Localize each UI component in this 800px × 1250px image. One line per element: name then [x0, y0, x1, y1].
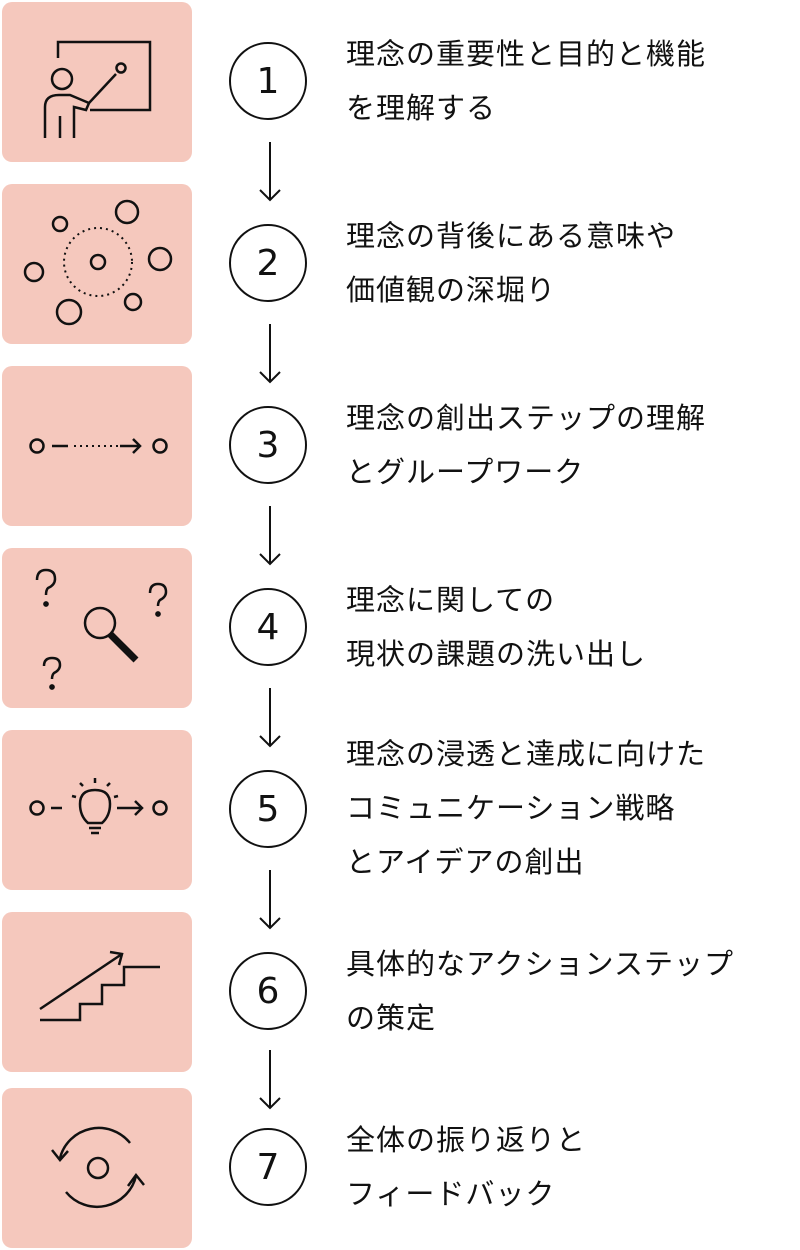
step-5-text: 理念の浸透と達成に向けた コミュニケーション戦略 とアイデアの創出 [346, 727, 776, 889]
step-6-icon-tile [2, 912, 192, 1072]
step-6-line-2: の策定 [346, 1001, 437, 1035]
step-5-line-1: 理念の浸透と達成に向けた [346, 737, 707, 771]
idea-bulb-icon [29, 778, 168, 835]
step-4-icon-tile [2, 548, 192, 708]
presentation-icon [43, 40, 152, 138]
step-1-line-1: 理念の重要性と目的と機能 [346, 37, 707, 71]
step-1-icon-tile [2, 2, 192, 162]
search-questions-icon [35, 568, 168, 690]
down-arrow-icon [259, 688, 281, 748]
step-2-line-2: 価値観の深堀り [346, 273, 557, 307]
step-6: 6 具体的なアクションステップ の策定 [0, 912, 800, 1072]
step-1-text: 理念の重要性と目的と機能 を理解する [346, 27, 776, 135]
step-3: 3 理念の創出ステップの理解 とグループワーク [0, 366, 800, 526]
step-4-text: 理念に関しての 現状の課題の洗い出し [346, 573, 776, 681]
step-1-line-2: を理解する [346, 91, 497, 125]
step-2-line-1: 理念の背後にある意味や [346, 219, 677, 253]
step-3-icon-tile [2, 366, 192, 526]
step-3-number: 3 [229, 406, 307, 484]
step-2: 2 理念の背後にある意味や 価値観の深堀り [0, 184, 800, 344]
step-3-text: 理念の創出ステップの理解 とグループワーク [346, 391, 776, 499]
step-6-text: 具体的なアクションステップ の策定 [346, 937, 776, 1045]
step-5: 5 理念の浸透と達成に向けた コミュニケーション戦略 とアイデアの創出 [0, 730, 800, 890]
step-5-icon-tile [2, 730, 192, 890]
step-path-icon [29, 438, 168, 454]
step-1-number: 1 [229, 42, 307, 120]
step-4-number: 4 [229, 588, 307, 666]
step-5-number: 5 [229, 770, 307, 848]
down-arrow-icon [259, 324, 281, 384]
step-4: 4 理念に関しての 現状の課題の洗い出し [0, 548, 800, 708]
step-6-number: 6 [229, 952, 307, 1030]
step-2-number: 2 [229, 224, 307, 302]
step-5-line-2: コミュニケーション戦略 [346, 791, 676, 825]
meaning-circles-icon [23, 199, 173, 326]
step-6-line-1: 具体的なアクションステップ [346, 947, 734, 981]
step-7-text: 全体の振り返りと フィードバック [346, 1113, 776, 1221]
step-7: 7 全体の振り返りと フィードバック [0, 1088, 800, 1248]
stairs-icon [39, 950, 160, 1022]
down-arrow-icon [259, 870, 281, 930]
down-arrow-icon [259, 506, 281, 566]
step-7-line-1: 全体の振り返りと [346, 1123, 587, 1157]
step-3-line-2: とグループワーク [346, 455, 585, 489]
step-3-line-1: 理念の創出ステップの理解 [346, 401, 707, 435]
step-5-line-3: とアイデアの創出 [346, 845, 585, 879]
step-4-line-2: 現状の課題の洗い出し [346, 637, 647, 671]
down-arrow-icon [259, 1050, 281, 1110]
cycle-icon [51, 1126, 145, 1209]
step-4-line-1: 理念に関しての [346, 583, 556, 617]
step-7-icon-tile [2, 1088, 192, 1248]
step-2-icon-tile [2, 184, 192, 344]
step-7-number: 7 [229, 1128, 307, 1206]
down-arrow-icon [259, 142, 281, 202]
step-2-text: 理念の背後にある意味や 価値観の深堀り [346, 209, 776, 317]
step-7-line-2: フィードバック [346, 1177, 556, 1211]
step-1: 1 理念の重要性と目的と機能 を理解する [0, 2, 800, 162]
